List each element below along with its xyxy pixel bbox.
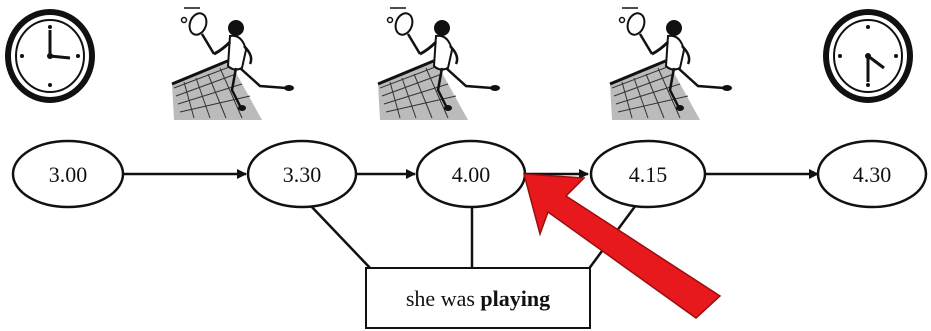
caption-prefix: she was — [406, 286, 481, 311]
tennis-player-icon — [170, 6, 296, 122]
time-label: 4.00 — [452, 162, 491, 187]
connector-line — [309, 204, 373, 271]
time-label: 3.00 — [49, 162, 88, 187]
tennis-player-icon — [608, 6, 734, 122]
red-pointer-arrow-icon — [523, 173, 722, 319]
caption-text: she was playing — [406, 286, 550, 311]
time-node: 3.30 — [246, 139, 358, 209]
clock-icon — [823, 9, 913, 103]
clock-icon — [5, 9, 95, 103]
time-label: 4.15 — [629, 162, 668, 187]
tennis-player-icon — [376, 6, 502, 122]
caption-box: she was playing — [365, 267, 591, 329]
time-node: 4.15 — [589, 139, 707, 209]
time-label: 3.30 — [283, 162, 322, 187]
time-node: 3.00 — [11, 139, 125, 209]
time-node: 4.30 — [816, 139, 928, 209]
caption-emphasis: playing — [480, 286, 550, 311]
time-label: 4.30 — [853, 162, 892, 187]
time-node: 4.00 — [415, 139, 527, 209]
